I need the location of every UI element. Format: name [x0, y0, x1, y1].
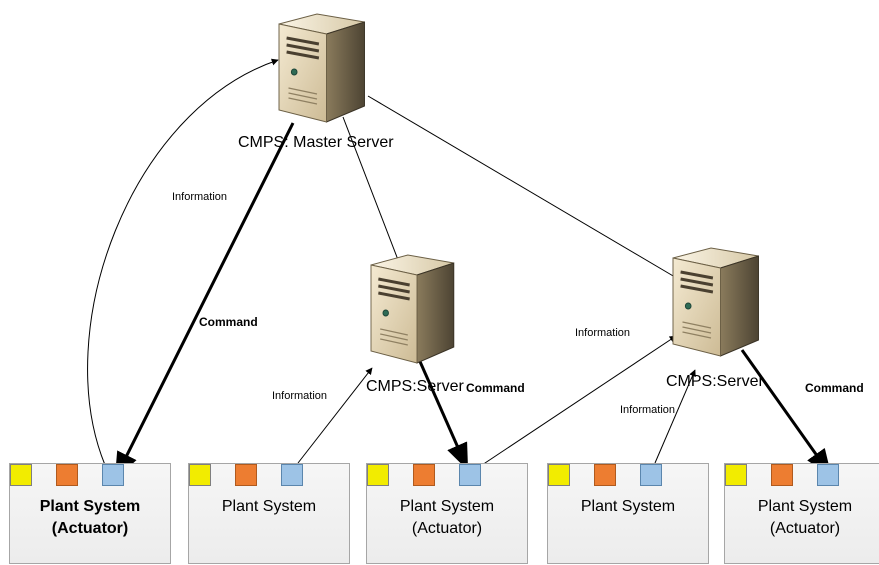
blue-square — [640, 464, 662, 486]
plant-system-1: Plant System (Actuator) — [9, 463, 171, 564]
plant-name-line1: Plant System — [221, 498, 317, 515]
plant-system-4: Plant System — [547, 463, 709, 564]
arrow-command-master — [114, 122, 295, 480]
plant-name-line2: (Actuator) — [51, 520, 129, 537]
plant-name-line1: Plant System — [399, 498, 495, 515]
label-command-master: Command — [199, 315, 258, 329]
link-master-server2 — [367, 95, 681, 281]
arrow-information-master — [87, 58, 279, 466]
plant-name-line1: Plant System — [580, 498, 676, 515]
plant-system-label: Plant System (Actuator) — [367, 496, 527, 540]
server1-label: CMPS:Server — [366, 378, 464, 395]
plant-name-line2: (Actuator) — [411, 520, 483, 537]
yellow-square — [725, 464, 747, 486]
arrow-command-server2 — [740, 349, 832, 477]
arrow-information-plant4-server2 — [654, 369, 696, 464]
blue-square — [281, 464, 303, 486]
label-information-plant4: Information — [620, 404, 676, 416]
yellow-square — [548, 464, 570, 486]
master-server-label: CMPS: Master Server — [238, 134, 394, 151]
link-master-server1 — [342, 116, 401, 266]
blue-square — [817, 464, 839, 486]
label-command-server2: Command — [805, 381, 864, 395]
plant-system-2: Plant System — [188, 463, 350, 564]
plant-name-line2: (Actuator) — [769, 520, 841, 537]
orange-square — [594, 464, 616, 486]
plant-system-label: Plant System — [548, 496, 708, 518]
yellow-square — [10, 464, 32, 486]
plant-name-line1: Plant System — [39, 498, 141, 515]
server1-icon — [369, 253, 456, 365]
orange-square — [413, 464, 435, 486]
label-information-master: Information — [172, 191, 228, 203]
label-command-server1: Command — [466, 381, 525, 395]
yellow-square — [367, 464, 389, 486]
yellow-square — [189, 464, 211, 486]
label-information-plant3: Information — [575, 327, 631, 339]
orange-square — [56, 464, 78, 486]
label-information-server1: Information — [272, 390, 328, 402]
arrow-command-server1 — [416, 356, 469, 471]
orange-square — [235, 464, 257, 486]
plant-system-label: Plant System (Actuator) — [10, 496, 170, 540]
plant-system-5: Plant System (Actuator) — [724, 463, 879, 564]
server2-label: CMPS:Server — [666, 373, 764, 390]
arrow-information-plant3-server2 — [469, 335, 677, 474]
plant-system-3: Plant System (Actuator) — [366, 463, 528, 564]
plant-system-label: Plant System (Actuator) — [725, 496, 879, 540]
orange-square — [771, 464, 793, 486]
master-server-icon — [277, 12, 366, 124]
plant-system-label: Plant System — [189, 496, 349, 518]
plant-name-line1: Plant System — [757, 498, 853, 515]
arrow-information-server1 — [297, 367, 373, 464]
blue-square — [459, 464, 481, 486]
blue-square — [102, 464, 124, 486]
server2-icon — [671, 246, 760, 358]
